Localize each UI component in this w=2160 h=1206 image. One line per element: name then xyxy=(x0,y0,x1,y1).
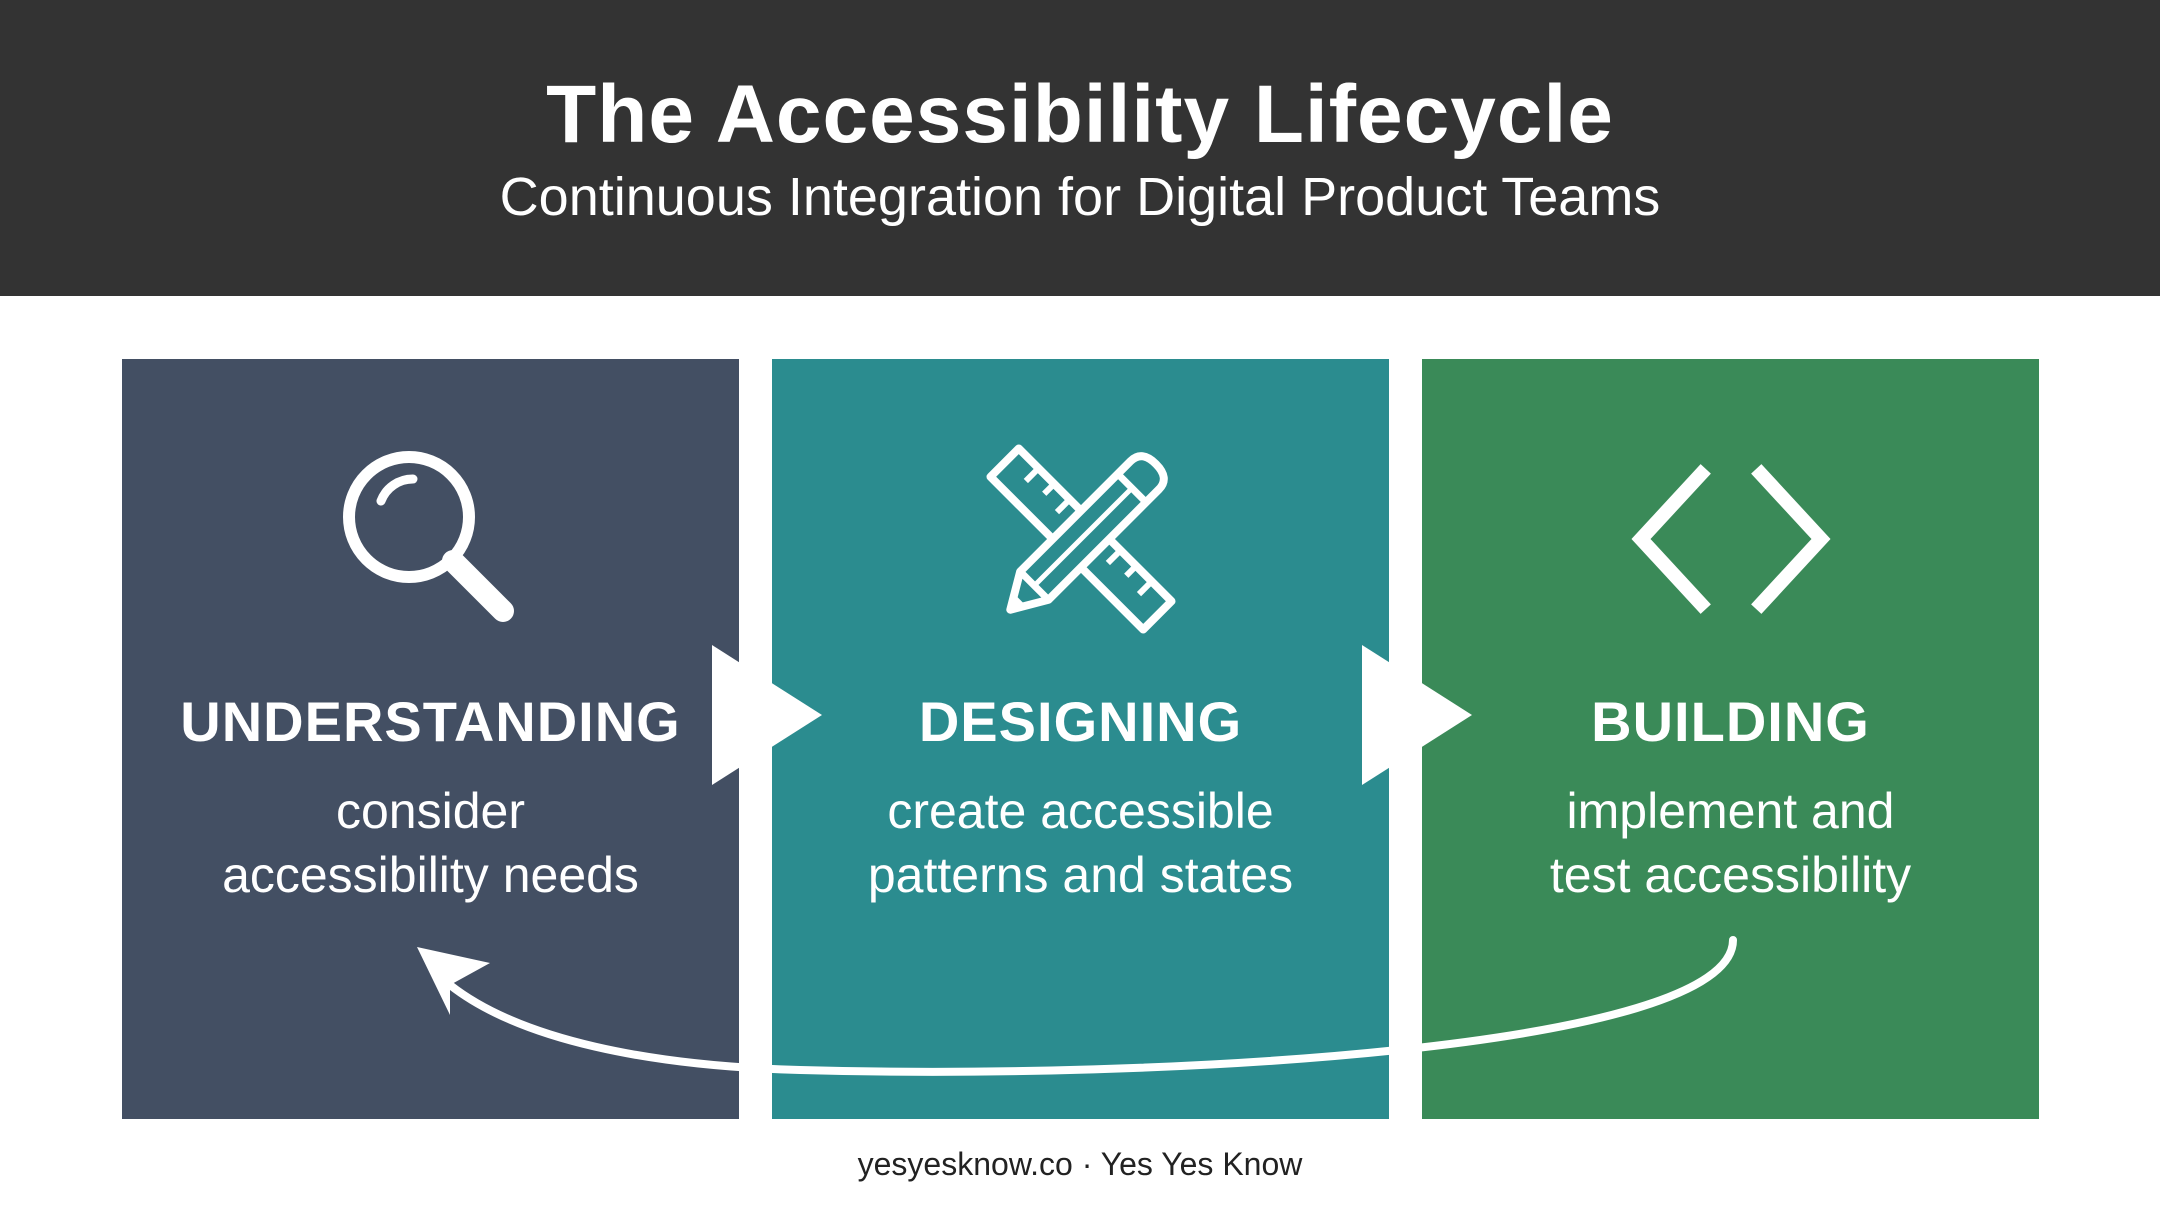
page-subtitle: Continuous Integration for Digital Produ… xyxy=(499,167,1661,227)
stage-heading: BUILDING xyxy=(1591,690,1870,753)
header-banner: The Accessibility Lifecycle Continuous I… xyxy=(0,0,2160,296)
stage-description-line: accessibility needs xyxy=(222,847,639,903)
stage-panel-building: BUILDING implement and test accessibilit… xyxy=(1422,359,2039,1119)
stage-description-line: consider xyxy=(336,783,525,839)
stage-heading: UNDERSTANDING xyxy=(180,690,681,753)
page-title: The Accessibility Lifecycle xyxy=(546,69,1614,160)
stage-description-line: test accessibility xyxy=(1549,847,1912,903)
stage-panel-designing: DESIGNING create accessible patterns and… xyxy=(772,359,1389,1119)
stage-description: create accessible patterns and states xyxy=(792,779,1369,907)
stage-description: implement and test accessibility xyxy=(1442,779,2019,907)
magnifying-glass-icon xyxy=(342,451,514,622)
ruler-pencil-icon xyxy=(985,444,1176,634)
footer-credit: yesyesknow.co · Yes Yes Know xyxy=(857,1146,1303,1182)
stage-description-line: create accessible xyxy=(887,783,1274,839)
code-brackets-icon xyxy=(1630,464,1831,614)
stage-description-line: implement and xyxy=(1566,783,1895,839)
stage-description-line: patterns and states xyxy=(867,847,1294,903)
stage-heading: DESIGNING xyxy=(918,690,1243,753)
stage-panel-understanding: UNDERSTANDING consider accessibility nee… xyxy=(122,359,739,1119)
stage-description: consider accessibility needs xyxy=(142,779,719,907)
